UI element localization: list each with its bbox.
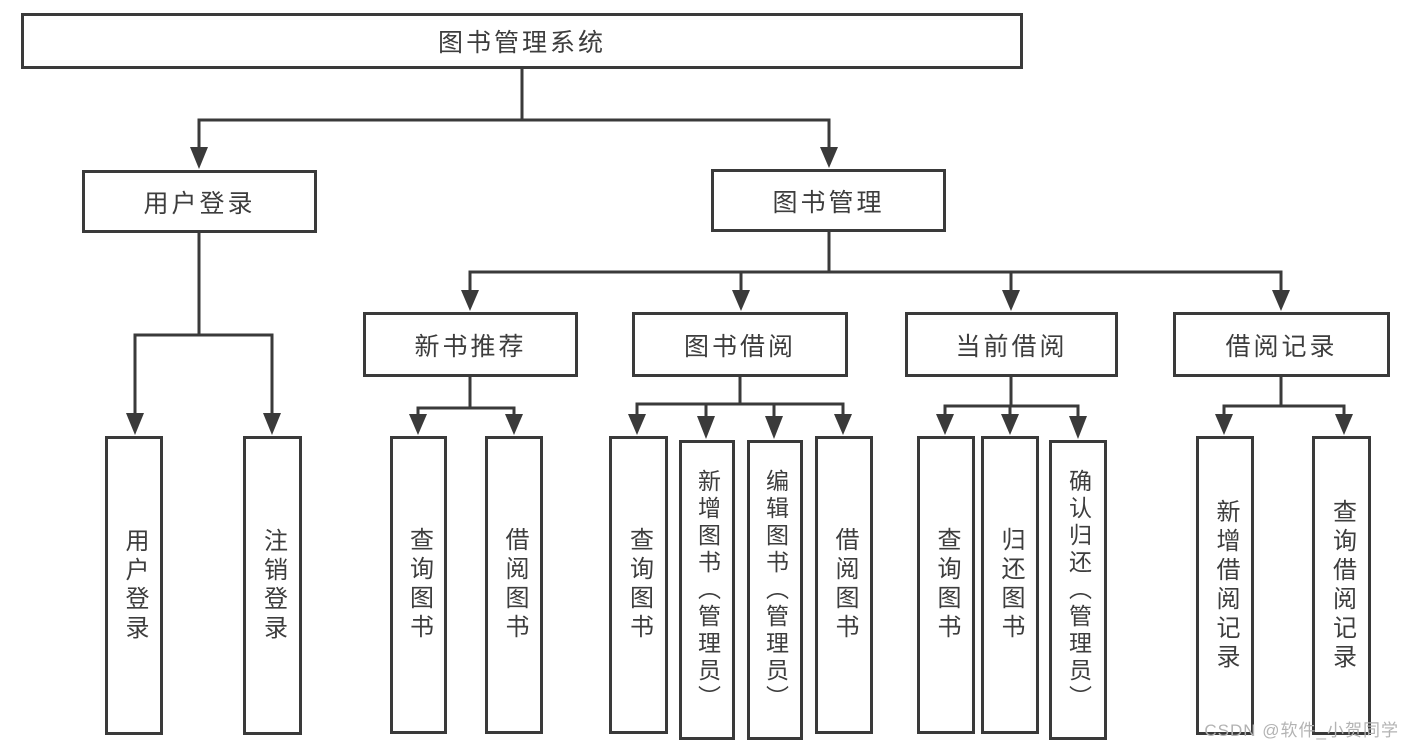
leaf-bb-borrow-books-label: 借阅图书	[831, 527, 858, 643]
node-root-system: 图书管理系统	[21, 13, 1023, 69]
leaf-bb-add-books-admin-label: 新增图书（管理员）	[694, 468, 721, 712]
node-book-borrowing-label: 图书借阅	[683, 332, 796, 361]
node-new-book-recommendation-label: 新书推荐	[414, 332, 527, 361]
leaf-bb-edit-books-admin: 编辑图书（管理员）	[747, 440, 803, 740]
leaf-cb-confirm-return-admin-label: 确认归还（管理员）	[1065, 468, 1092, 712]
node-book-management: 图书管理	[711, 169, 946, 232]
leaf-user-login: 用户登录	[105, 436, 163, 735]
node-root-label: 图书管理系统	[437, 29, 606, 57]
leaf-cb-confirm-return-admin: 确认归还（管理员）	[1049, 440, 1107, 740]
leaf-logout: 注销登录	[243, 436, 302, 735]
leaf-br-add-record: 新增借阅记录	[1196, 436, 1254, 735]
node-borrowing-records-label: 借阅记录	[1225, 332, 1338, 361]
leaf-bb-query-books: 查询图书	[609, 436, 668, 734]
leaf-bb-edit-books-admin-label: 编辑图书（管理员）	[762, 468, 789, 712]
leaf-nbr-query-books: 查询图书	[390, 436, 447, 734]
leaf-cb-return-books-label: 归还图书	[997, 527, 1024, 643]
leaf-logout-label: 注销登录	[259, 527, 287, 644]
leaf-br-query-record: 查询借阅记录	[1312, 436, 1371, 735]
leaf-cb-query-books: 查询图书	[917, 436, 975, 734]
node-borrowing-records: 借阅记录	[1173, 312, 1390, 377]
leaf-cb-return-books: 归还图书	[981, 436, 1039, 734]
leaf-bb-add-books-admin: 新增图书（管理员）	[679, 440, 735, 740]
leaf-bb-borrow-books: 借阅图书	[815, 436, 873, 734]
arrowheads	[126, 147, 1353, 439]
leaf-nbr-borrow-books-label: 借阅图书	[501, 527, 528, 643]
leaf-user-login-label: 用户登录	[121, 527, 148, 644]
node-user-login: 用户登录	[82, 170, 317, 233]
node-book-borrowing: 图书借阅	[632, 312, 848, 377]
leaf-bb-query-books-label: 查询图书	[625, 527, 653, 643]
csdn-watermark: CSDN @软件_小贺同学	[1204, 721, 1399, 740]
leaf-cb-query-books-label: 查询图书	[933, 527, 960, 643]
leaf-br-add-record-label: 新增借阅记录	[1212, 498, 1239, 673]
leaf-nbr-query-books-label: 查询图书	[405, 527, 433, 643]
node-book-management-label: 图书管理	[772, 188, 885, 217]
node-current-borrowing: 当前借阅	[905, 312, 1118, 377]
leaf-br-query-record-label: 查询借阅记录	[1328, 498, 1356, 673]
node-current-borrowing-label: 当前借阅	[955, 332, 1068, 361]
node-user-login-label: 用户登录	[143, 189, 256, 218]
leaf-nbr-borrow-books: 借阅图书	[485, 436, 543, 734]
node-new-book-recommendation: 新书推荐	[363, 312, 578, 377]
